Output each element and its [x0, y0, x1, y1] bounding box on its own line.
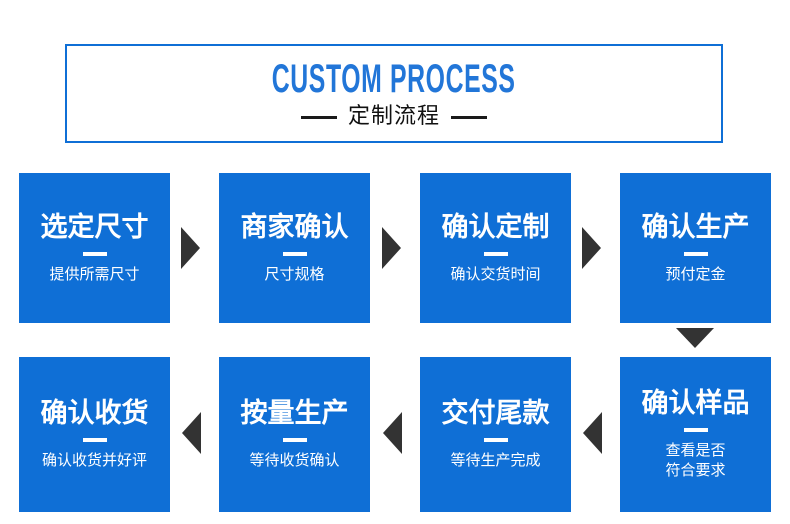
arrow-right-icon — [582, 227, 601, 269]
arrow-down-icon — [676, 328, 714, 348]
process-step-3[interactable]: 确认定制 确认交货时间 — [420, 173, 571, 323]
header-banner: CUSTOM PROCESS 定制流程 — [65, 44, 723, 143]
step-subtitle: 等待生产完成 — [450, 451, 541, 469]
page-title: CUSTOM PROCESS — [272, 57, 516, 101]
step-title: 选定尺寸 — [40, 211, 149, 243]
step-divider-icon — [683, 428, 708, 432]
step-subtitle: 查看是否 — [665, 441, 726, 459]
step-subtitle: 等待收货确认 — [249, 451, 340, 469]
rule-left-icon — [300, 115, 337, 119]
step-title: 商家确认 — [240, 211, 349, 243]
process-step-5[interactable]: 确认样品 查看是否 符合要求 — [620, 357, 771, 512]
process-step-8[interactable]: 确认收货 确认收货并好评 — [19, 357, 170, 512]
step-title: 确认生产 — [641, 211, 750, 243]
arrow-right-icon — [181, 227, 200, 269]
step-divider-icon — [282, 438, 307, 442]
arrow-right-icon — [382, 227, 401, 269]
step-subtitle: 提供所需尺寸 — [49, 264, 140, 283]
process-step-2[interactable]: 商家确认 尺寸规格 — [219, 173, 370, 323]
process-step-1[interactable]: 选定尺寸 提供所需尺寸 — [19, 173, 170, 323]
step-title: 确认收货 — [40, 398, 149, 429]
step-subtitle-line2: 符合要求 — [665, 461, 726, 479]
step-title: 确认样品 — [641, 388, 750, 419]
rule-right-icon — [451, 115, 487, 119]
step-subtitle: 确认收货并好评 — [41, 451, 147, 469]
process-step-4[interactable]: 确认生产 预付定金 — [620, 173, 771, 323]
step-divider-icon — [282, 251, 307, 256]
arrow-left-icon — [383, 412, 402, 454]
step-title: 按量生产 — [240, 398, 349, 429]
subtitle-row: 定制流程 — [300, 104, 487, 129]
arrow-left-icon — [182, 412, 201, 454]
page-subtitle: 定制流程 — [347, 104, 440, 129]
step-divider-icon — [483, 438, 508, 442]
step-divider-icon — [483, 251, 508, 256]
process-step-6[interactable]: 交付尾款 等待生产完成 — [420, 357, 571, 512]
step-divider-icon — [82, 438, 107, 442]
step-title: 交付尾款 — [441, 398, 550, 429]
step-divider-icon — [683, 251, 708, 256]
step-subtitle: 尺寸规格 — [264, 264, 325, 283]
step-subtitle: 确认交货时间 — [450, 264, 541, 283]
process-step-7[interactable]: 按量生产 等待收货确认 — [219, 357, 370, 512]
arrow-left-icon — [583, 412, 602, 454]
step-divider-icon — [82, 251, 107, 256]
step-subtitle: 预付定金 — [665, 264, 726, 283]
step-title: 确认定制 — [441, 211, 550, 243]
